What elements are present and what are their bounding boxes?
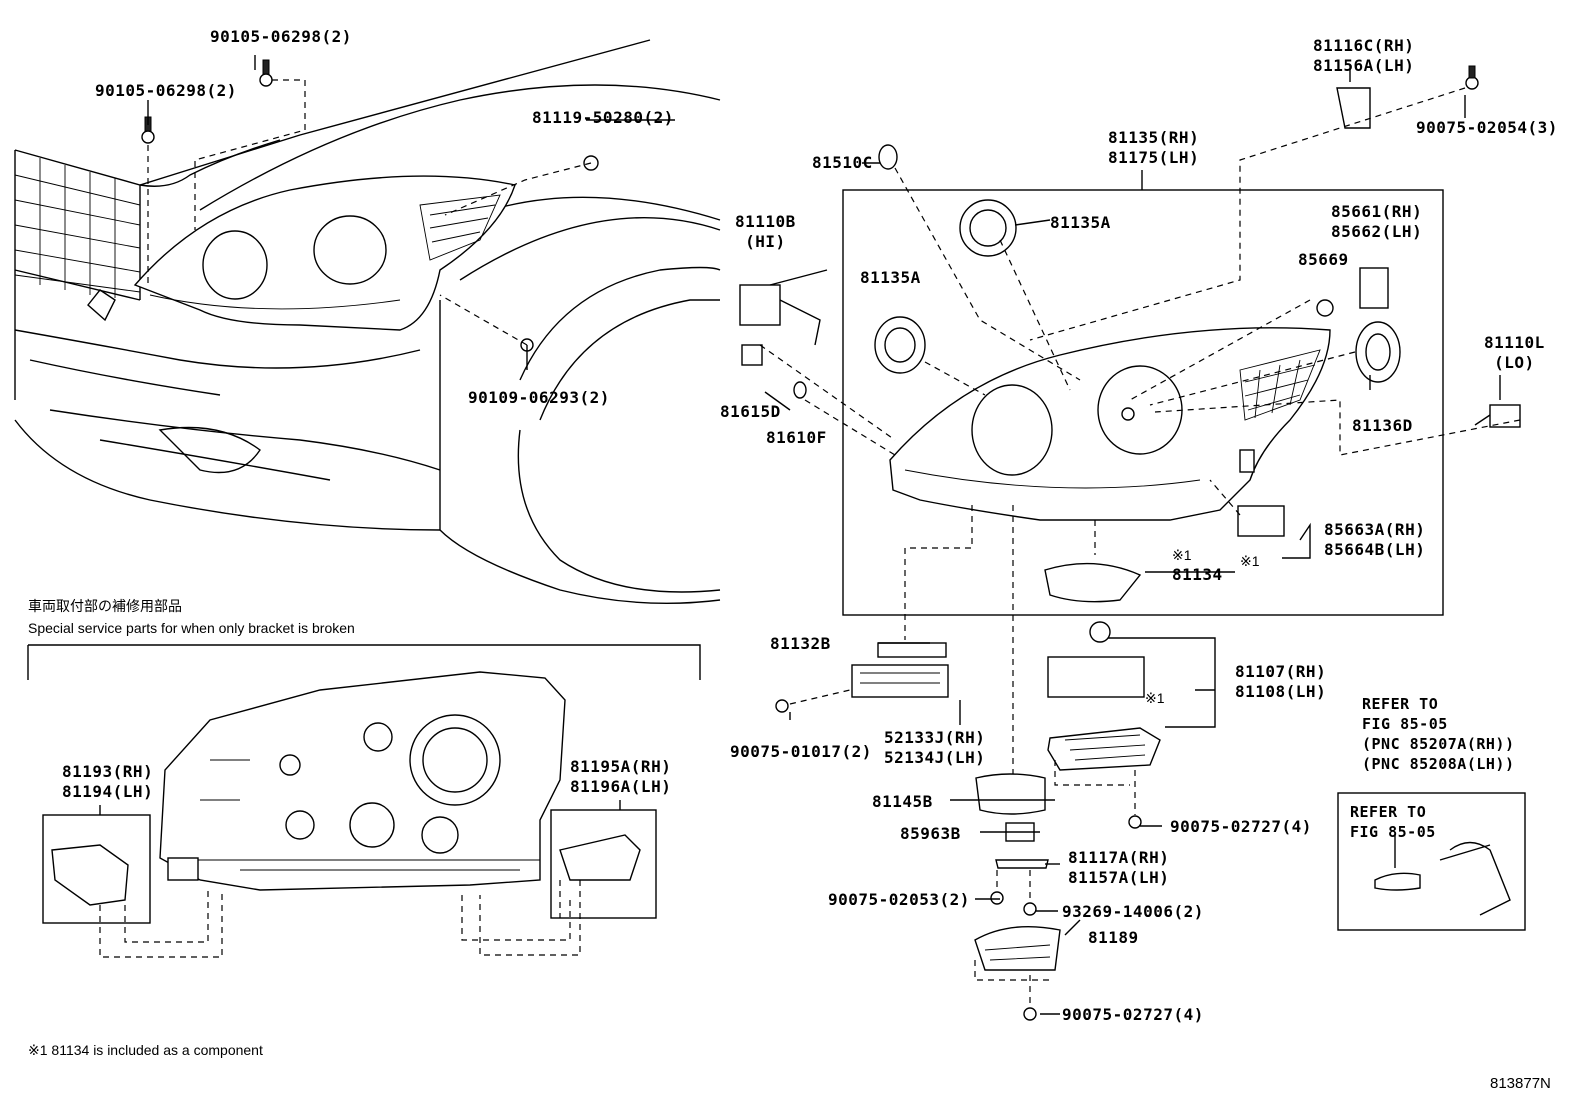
refer-box-line-1: REFER TO (1350, 803, 1427, 821)
part-label-81132b: 81132B (770, 634, 831, 653)
part-label-85963b: 85963B (900, 824, 961, 843)
part-label-81157a-lh: 81157A(LH) (1068, 868, 1170, 887)
part-label-90075-01017: 90075-01017(2) (730, 742, 872, 761)
leader-lines-assembly (759, 87, 1521, 780)
part-label-52134j-lh: 52134J(LH) (884, 748, 986, 767)
part-label-81136d: 81136D (1352, 416, 1413, 435)
assembly-subparts (874, 65, 1479, 603)
part-label-81610f: 81610F (766, 428, 827, 447)
part-label-81156a-lh: 81156A(LH) (1313, 56, 1415, 75)
part-label-81195a-81196a: 81195A(RH) 81196A(LH) (570, 757, 671, 797)
grille-outline (14, 158, 141, 298)
part-label-81108-lh: 81108(LH) (1235, 682, 1327, 701)
section-title-japanese: 車両取付部の補修用部品 (28, 598, 182, 614)
refer-box-note: REFER TO FIG 85-05 (1350, 802, 1436, 842)
part-label-81175-lh: 81175(LH) (1108, 148, 1200, 167)
part-label-93269-14006: 93269-14006(2) (1062, 902, 1204, 921)
part-label-85663a-rh: 85663A(RH) (1324, 520, 1426, 539)
headlamp-installed-view (133, 175, 516, 331)
section-title-english: Special service parts for when only brac… (28, 620, 355, 636)
label-leaders (99, 55, 1501, 1015)
part-label-90075-02727-upper: 90075-02727(4) (1170, 817, 1312, 836)
part-label-81135a-top: 81135A (1050, 213, 1111, 232)
part-label-81116c-81156a: 81116C(RH) 81156A(LH) (1313, 36, 1414, 76)
part-label-85661-rh: 85661(RH) (1331, 202, 1423, 221)
part-label-81196a-lh: 81196A(LH) (570, 777, 672, 796)
part-label-81110l: 81110L (1484, 333, 1545, 352)
part-label-81145b: 81145B (872, 792, 933, 811)
note-mark-81134: ※1 (1172, 547, 1192, 563)
part-label-81117a-rh: 81117A(RH) (1068, 848, 1170, 867)
part-label-90075-02054: 90075-02054(3) (1416, 118, 1558, 137)
part-label-85664b-lh: 85664B(LH) (1324, 540, 1426, 559)
part-label-85661-85662: 85661(RH) 85662(LH) (1331, 202, 1422, 242)
part-label-81117a-81157a: 81117A(RH) 81157A(LH) (1068, 848, 1169, 888)
refer-note-fig-85-05: REFER TO FIG 85-05 (PNC 85207A(RH)) (PNC… (1362, 694, 1515, 774)
refer-line-3: (PNC 85207A(RH)) (1362, 735, 1515, 753)
part-label-81194-lh: 81194(LH) (62, 782, 154, 801)
part-label-81135-81175: 81135(RH) 81175(LH) (1108, 128, 1199, 168)
part-label-81615d: 81615D (720, 402, 781, 421)
part-label-81135-rh: 81135(RH) (1108, 128, 1200, 147)
part-label-90105-06298-top: 90105-06298(2) (210, 27, 352, 46)
note-mark-81107: ※1 (1145, 690, 1165, 706)
figure-id: 813877N (1490, 1075, 1551, 1092)
note-mark-85663: ※1 (1240, 553, 1260, 569)
refer-line-4: (PNC 85208A(LH)) (1362, 755, 1515, 773)
part-label-52133j-rh: 52133J(RH) (884, 728, 986, 747)
assembly-frame (842, 189, 1444, 616)
part-label-81195a-rh: 81195A(RH) (570, 757, 672, 776)
part-label-81193-rh: 81193(RH) (62, 762, 154, 781)
leader-lines-vehicle (147, 79, 675, 370)
part-label-85662-lh: 85662(LH) (1331, 222, 1423, 241)
part-label-81107-rh: 81107(RH) (1235, 662, 1327, 681)
part-label-81193-81194: 81193(RH) 81194(LH) (62, 762, 153, 802)
part-label-85669: 85669 (1298, 250, 1349, 269)
part-label-90105-06298-left: 90105-06298(2) (95, 81, 237, 100)
headlamp-rear-view (159, 671, 566, 891)
part-label-81110b-hi: 81110B (HI) (735, 212, 796, 252)
refer-box-line-2: FIG 85-05 (1350, 823, 1436, 841)
part-label-81107-81108: 81107(RH) 81108(LH) (1235, 662, 1326, 702)
part-label-90075-02727-lower: 90075-02727(4) (1062, 1005, 1204, 1024)
lower-assembly-parts (775, 621, 1216, 1021)
bracket-detail-boxes (42, 809, 657, 958)
part-label-90109-06293: 90109-06293(2) (468, 388, 610, 407)
service-parts-bracket (27, 644, 701, 680)
part-label-hi: (HI) (745, 232, 786, 251)
part-label-85663a-85664b: 85663A(RH) 85664B(LH) (1324, 520, 1425, 560)
vehicle-body-outline (14, 39, 721, 605)
bulb-parts (739, 284, 1521, 428)
refer-line-1: REFER TO (1362, 695, 1439, 713)
footnote: ※1 81134 is included as a component (28, 1042, 263, 1058)
part-label-81135a-left: 81135A (860, 268, 921, 287)
part-label-52133j-52134j: 52133J(RH) 52134J(LH) (884, 728, 985, 768)
part-label-lo: (LO) (1494, 353, 1535, 372)
part-label-81110l-lo: 81110L (LO) (1484, 333, 1545, 373)
headlamp-assembly (889, 327, 1331, 521)
refer-box-graphic (1337, 792, 1526, 931)
part-label-81134: 81134 (1172, 565, 1223, 584)
part-label-81189: 81189 (1088, 928, 1139, 947)
part-label-81119-50280: 81119-50280(2) (532, 108, 674, 127)
refer-line-2: FIG 85-05 (1362, 715, 1448, 733)
part-label-81510c: 81510C (812, 153, 873, 172)
part-label-81116c-rh: 81116C(RH) (1313, 36, 1415, 55)
part-label-81110b: 81110B (735, 212, 796, 231)
part-label-90075-02053: 90075-02053(2) (828, 890, 970, 909)
